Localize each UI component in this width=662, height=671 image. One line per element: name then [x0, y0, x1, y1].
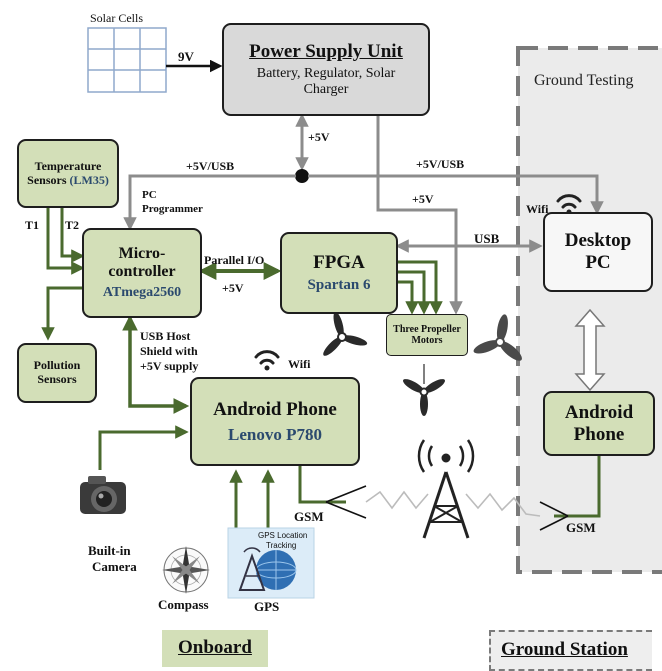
motor-5v-label: +5V — [412, 192, 434, 206]
power-usb-right-label: +5V/USB — [416, 157, 465, 171]
mcu-part: ATmega2560 — [102, 285, 182, 301]
fpga-part: Spartan 6 — [307, 276, 371, 293]
t1-line — [46, 208, 85, 275]
power-usb-left-label: +5V/USB — [186, 159, 235, 173]
usb-host-label-2: Shield with — [140, 344, 198, 358]
mcu-android-link — [122, 314, 190, 414]
mcu-line2: controller — [108, 262, 176, 280]
gsm-right-antenna — [539, 501, 569, 531]
gsm-left-line — [298, 466, 346, 504]
android-ground-line2: Phone — [573, 423, 625, 445]
solar-voltage-label: 9V — [178, 49, 194, 64]
power-supply-unit-box: Power Supply Unit Battery, Regulator, So… — [222, 23, 430, 116]
solar-panel-grid — [87, 27, 167, 93]
wifi-android-label: Wifi — [288, 357, 311, 371]
temp-line2: Sensors — [27, 172, 67, 187]
cell-tower-icon — [417, 439, 475, 539]
gsm-left-antenna — [325, 485, 367, 519]
pollution-line2: Sensors — [37, 372, 77, 386]
ground-station-footer-label: Ground Station — [489, 630, 652, 671]
compass-label: Compass — [158, 597, 209, 612]
desktop-line2: PC — [585, 252, 611, 273]
camera-label-2: Camera — [92, 559, 137, 574]
desktop-pc-box: Desktop PC — [543, 212, 653, 292]
gsm-right-line — [554, 456, 601, 518]
android-phone-onboard-box: Android Phone Lenovo P780 — [190, 377, 360, 466]
power-junction — [295, 169, 309, 183]
mcu-line1: Micro- — [118, 244, 166, 262]
usb-label: USB — [474, 231, 500, 246]
desktop-line1: Desktop — [564, 230, 632, 252]
propeller-motors-box: Three Propeller Motors — [386, 314, 468, 356]
gsm-right-label: GSM — [566, 520, 596, 535]
temperature-sensors-box: Temperature Sensors (LM35) — [17, 139, 119, 208]
android-phone-ground-box: Android Phone — [543, 391, 655, 456]
t1-label: T1 — [25, 218, 40, 232]
microcontroller-box: Micro- controller ATmega2560 — [82, 228, 202, 318]
junction-to-desktop-line — [308, 174, 604, 215]
psu-to-motors-line — [376, 116, 463, 315]
onboard-footer-label: Onboard — [162, 630, 268, 667]
psu-subtitle-line1: Battery, Regulator, Solar — [256, 65, 396, 81]
pc-programmer-label-2: Programmer — [142, 203, 203, 215]
wifi-desktop-label: Wifi — [526, 202, 549, 216]
mcu-to-pollution-line — [41, 286, 82, 341]
pc-programmer-label-1: PC — [142, 189, 157, 201]
android-phone-part: Lenovo P780 — [228, 424, 322, 444]
android-ground-line1: Android — [564, 401, 634, 423]
junction-to-mcu-line — [123, 174, 296, 231]
android-phone-title: Android Phone — [213, 398, 337, 420]
psu-subtitle-line2: Charger — [303, 81, 349, 97]
gsm-left-label: GSM — [294, 509, 324, 524]
pollution-sensors-box: Pollution Sensors — [17, 343, 97, 403]
usb-host-label-1: USB Host — [140, 329, 191, 343]
temp-part: (LM35) — [69, 172, 109, 187]
usb-host-label-3: +5V supply — [140, 359, 199, 373]
psu-5v-label: +5V — [308, 130, 330, 144]
solar-cells-label: Solar Cells — [90, 11, 143, 25]
fpga-to-motors-lines — [398, 260, 443, 315]
radio-signal-left — [365, 490, 429, 510]
camera-icon — [80, 476, 126, 514]
fpga-box: FPGA Spartan 6 — [280, 232, 398, 314]
gps-badge-label-2: Tracking — [266, 541, 297, 550]
psu-title: Power Supply Unit — [249, 40, 403, 62]
gps-label: GPS — [254, 599, 280, 614]
gps-badge-label-1: GPS Location — [258, 531, 308, 540]
ground-testing-label: Ground Testing — [534, 72, 634, 89]
desktop-ground-phone-link — [574, 308, 606, 392]
mcu-fpga-5v-label: +5V — [222, 281, 244, 295]
temp-line1: Temperature — [34, 158, 102, 173]
compass-icon — [162, 546, 210, 594]
camera-label-1: Built-in — [88, 543, 131, 558]
fpga-title: FPGA — [313, 251, 365, 273]
parallel-io-label: Parallel I/O — [204, 253, 265, 267]
camera-to-phone-line — [98, 425, 189, 470]
t2-label: T2 — [65, 218, 80, 232]
t2-line — [60, 208, 85, 263]
propeller-icon-right — [473, 314, 522, 361]
radio-signal-right — [465, 492, 541, 517]
pollution-line1: Pollution — [33, 358, 81, 373]
motors-label-line2: Motors — [411, 335, 443, 346]
motors-label-line1: Three Propeller — [393, 323, 461, 335]
wifi-icon-android — [254, 350, 280, 371]
propeller-icon-left — [323, 311, 368, 356]
gps-tracking-icon — [227, 527, 315, 599]
propeller-icon-bottom — [403, 364, 445, 416]
